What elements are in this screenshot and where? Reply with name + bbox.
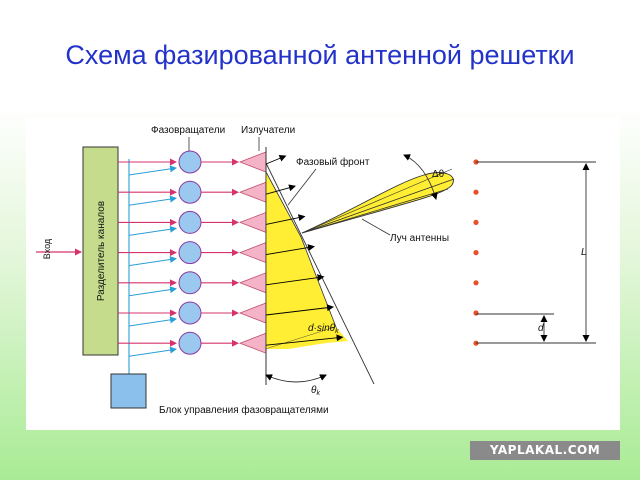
watermark: YAPLAKAL.COM [470,441,620,460]
wave-arrow [265,184,296,195]
element-dots [473,159,479,346]
emitter [238,332,267,354]
phase-shifter [178,271,202,295]
antenna-beam-pointer [361,218,391,236]
antenna-beam-lobe [301,172,454,234]
delta-theta-label: Δθ [432,169,445,180]
control-arrow [128,346,177,357]
emitter [238,181,267,203]
diagram-panel: Вход Разделитель каналов Блок управления… [26,117,620,430]
emitter [238,211,267,233]
length-L-label: L [581,247,587,258]
wave-arrow [265,214,306,225]
phase-front-pointer [287,168,317,206]
theta-k-label: θk [311,385,320,397]
control-arrow [128,316,177,327]
wave-arrow [265,155,287,165]
phase-shifter [178,331,202,355]
control-arrow [128,165,177,176]
phase-shifter [178,180,202,204]
control-unit-box [110,373,147,409]
wave-arrow [265,274,325,286]
element-dot [473,280,479,286]
emitter [238,151,267,173]
emitter [238,272,267,294]
control-unit-label: Блок управления фазовращателями [159,404,329,416]
wave-arrow [265,304,334,316]
phase-shifter [178,301,202,325]
phase-shifter [178,241,202,265]
channel-splitter-box [82,146,119,356]
phase-shifter [178,150,202,174]
spacing-d-label: d [538,323,544,334]
control-arrow [128,195,177,206]
phase-front-line [265,162,375,385]
control-arrow [128,286,177,297]
element-dot [473,219,479,225]
phased-array-diagram: Вход Разделитель каналов Блок управления… [36,125,596,416]
channel-splitter-label: Разделитель каналов [96,201,107,301]
phase-shifters-label: Фазовращатели [151,125,225,136]
wave-arrows [265,155,344,346]
delta-theta-arc [403,154,438,200]
element-dot [473,189,479,195]
emitter [238,242,267,264]
antenna-beam-label: Луч антенны [390,233,449,244]
d-sin-theta-label: d·sinθk [308,323,339,335]
array-rows [118,150,267,357]
element-dot [473,250,479,256]
theta-k-arc [265,374,327,383]
control-arrow [128,225,177,236]
control-arrow [128,256,177,267]
input-label: Вход [42,238,52,259]
emitters-label: Излучатели [241,125,295,136]
beam-axis-line-3 [301,168,453,234]
slide-title: Схема фазированной антенной решетки [65,40,575,70]
phase-front-label: Фазовый фронт [296,156,370,168]
element-dot [473,310,479,316]
phase-shifter [178,210,202,234]
wave-arrow [265,244,315,256]
emitter [238,302,267,324]
wave-arrow [265,334,344,346]
beam-axis-line [301,178,455,234]
